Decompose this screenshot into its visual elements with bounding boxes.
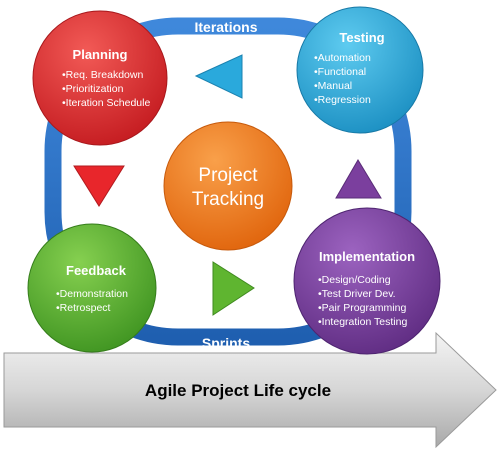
feedback-node: Feedback •Demonstration •Retrospect <box>27 223 157 353</box>
feedback-item: •Demonstration <box>56 288 128 300</box>
planning-item: •Prioritization <box>62 83 124 95</box>
center-label-line1: Project <box>198 165 258 186</box>
testing-node: Testing •Automation •Functional •Manual … <box>296 6 424 134</box>
implementation-item: •Pair Programming <box>318 302 406 314</box>
planning-item: •Iteration Schedule <box>62 97 150 109</box>
arrow-right-triangle <box>212 261 255 316</box>
ring-label-iterations: Iterations <box>194 19 257 35</box>
arrow-up-triangle <box>335 159 382 199</box>
testing-item: •Automation <box>314 52 371 64</box>
center-label-line2: Tracking <box>192 189 264 210</box>
banner-arrow-shape <box>3 331 497 449</box>
lifecycle-banner: Agile Project Life cycle <box>3 331 497 449</box>
implementation-item: •Design/Coding <box>318 274 391 286</box>
project-tracking-node: Project Tracking <box>163 121 293 251</box>
testing-item: •Manual <box>314 80 352 92</box>
planning-node: Planning •Req. Breakdown •Prioritization… <box>32 10 168 146</box>
testing-item: •Regression <box>314 94 371 106</box>
arrow-down-triangle <box>73 165 125 207</box>
ring-label-sprints: Sprints <box>202 335 250 351</box>
implementation-title: Implementation <box>319 249 415 264</box>
implementation-node: Implementation •Design/Coding •Test Driv… <box>293 207 441 355</box>
testing-item: •Functional <box>314 66 366 78</box>
testing-title: Testing <box>339 30 384 45</box>
banner-label: Agile Project Life cycle <box>145 381 331 400</box>
implementation-item: •Test Driver Dev. <box>318 288 396 300</box>
feedback-title: Feedback <box>66 263 127 278</box>
implementation-item: •Integration Testing <box>318 316 407 328</box>
feedback-item: •Retrospect <box>56 302 111 314</box>
arrow-left-triangle <box>194 54 243 99</box>
planning-title: Planning <box>73 47 128 62</box>
iteration-ring <box>44 17 412 346</box>
planning-item: •Req. Breakdown <box>62 69 143 81</box>
